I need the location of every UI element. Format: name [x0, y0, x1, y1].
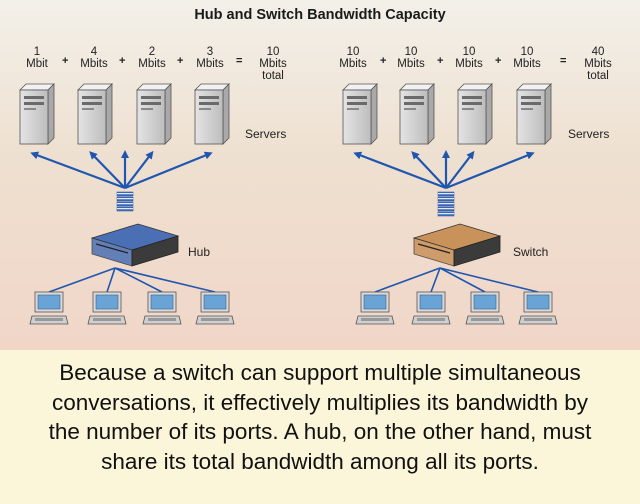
hub-connections — [30, 150, 216, 293]
connection-line — [89, 151, 126, 189]
caption-line: Because a switch can support multiple si… — [59, 360, 581, 385]
servers-label: Servers — [245, 127, 287, 141]
switch-connections — [353, 150, 539, 293]
hub-icon — [90, 223, 180, 267]
network-devices — [90, 223, 502, 267]
plus-operator: + — [119, 55, 126, 67]
switch-clients — [355, 291, 558, 325]
switch-icon — [412, 223, 502, 267]
switch-servers — [342, 83, 552, 145]
switch-label: Switch — [513, 245, 549, 259]
connection-line — [439, 267, 486, 293]
equals-operator: = — [560, 55, 567, 67]
computer-icon — [465, 291, 505, 325]
connection-line — [445, 150, 475, 189]
caption: Because a switch can support multiple si… — [0, 350, 640, 504]
computer-icon — [355, 291, 395, 325]
connection-line — [374, 267, 441, 293]
computer-icon — [195, 291, 235, 325]
servers-label: Servers — [568, 127, 610, 141]
server-icon — [77, 83, 113, 145]
connection-line — [411, 151, 447, 189]
hub-servers — [19, 83, 230, 145]
server-icon — [399, 83, 435, 145]
computer-icon — [518, 291, 558, 325]
server-icon — [516, 83, 552, 145]
connection-line — [30, 151, 126, 190]
hub-label: Hub — [188, 245, 211, 259]
connection-line — [439, 267, 539, 293]
equals-operator: = — [236, 55, 243, 67]
uplink-bundles — [116, 191, 455, 217]
caption-line: share its total bandwidth among all its … — [101, 448, 539, 474]
plus-operator: + — [62, 55, 69, 67]
server-icon — [342, 83, 378, 145]
network-illustration — [19, 83, 558, 325]
server-icon — [457, 83, 493, 145]
connection-line — [124, 150, 154, 189]
plus-operator: + — [437, 55, 444, 67]
computer-icon — [87, 291, 127, 325]
computer-icon — [411, 291, 451, 325]
hub-clients — [29, 291, 235, 325]
connection-line — [353, 151, 447, 190]
connection-line — [430, 267, 441, 293]
connection-line — [114, 267, 163, 293]
caption-line: the number of its ports. A hub, on the o… — [48, 419, 592, 444]
connection-line — [48, 267, 116, 293]
connection-line — [114, 267, 216, 293]
server-icon — [194, 83, 230, 145]
plus-operator: + — [495, 55, 502, 67]
caption-line: conversations, it effectively multiplies… — [51, 389, 589, 415]
server-icon — [19, 83, 55, 145]
connection-line — [445, 151, 535, 190]
server-icon — [136, 83, 172, 145]
computer-icon — [142, 291, 182, 325]
computer-icon — [29, 291, 69, 325]
plus-operator: + — [177, 55, 184, 67]
diagram-title: Hub and Switch Bandwidth Capacity — [194, 7, 446, 23]
connection-line — [106, 267, 116, 293]
plus-operator: + — [380, 55, 387, 67]
connection-line — [124, 151, 213, 190]
